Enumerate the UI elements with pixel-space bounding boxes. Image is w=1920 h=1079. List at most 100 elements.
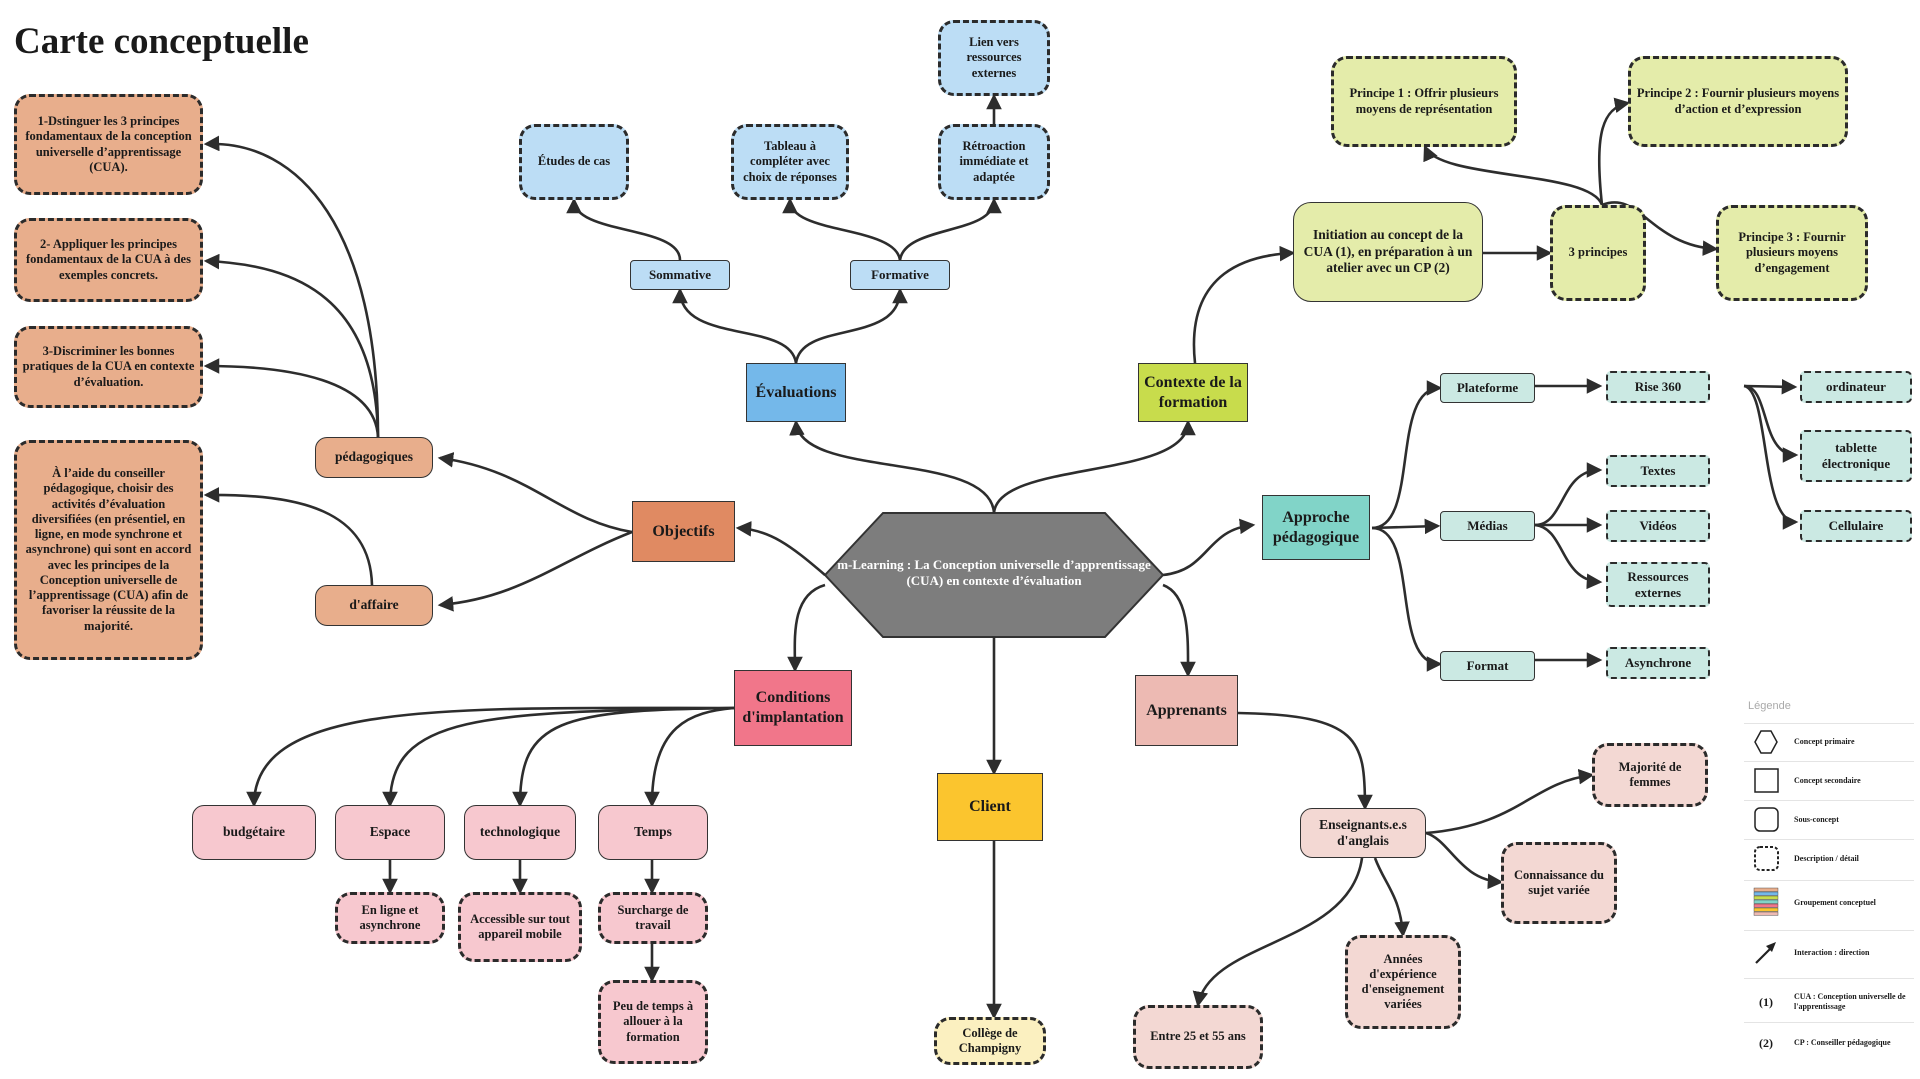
node-evaluations: Évaluations [746, 363, 846, 422]
edge-ens-annees [1373, 857, 1410, 938]
edge-obj-daffaire [437, 530, 633, 612]
color-stripes-icon [1753, 887, 1779, 916]
node-plateforme: Plateforme [1440, 373, 1535, 403]
node-tablette: tablette électronique [1800, 430, 1912, 482]
edge-central-contexte [992, 419, 1196, 514]
legend-item: Description / détail [1744, 842, 1914, 876]
edge-peda-obj1 [203, 135, 380, 438]
legend-item: Concept secondaire [1744, 764, 1914, 798]
node-en-ligne: En ligne et asynchrone [335, 892, 445, 944]
edge-contexte-initiation [1192, 245, 1296, 364]
node-lien: Lien vers ressources externes [938, 20, 1050, 96]
legend-item: Groupement conceptuel [1744, 886, 1914, 920]
edge-ens-majorite [1425, 768, 1595, 835]
dashed-rounded-square-icon [1754, 846, 1779, 871]
node-obj4: À l’aide du conseiller pédagogique, choi… [14, 440, 203, 660]
hexagon-icon [1754, 730, 1778, 754]
node-contexte: Contexte de la formation [1138, 363, 1248, 422]
node-pedagogiques: pédagogiques [315, 437, 433, 478]
node-trois-principes: 3 principes [1550, 205, 1646, 301]
node-apprenants: Apprenants [1135, 675, 1238, 746]
node-enseignants: Enseignants.e.s d'anglais [1300, 808, 1426, 858]
edge-rise-ordinateur [1743, 378, 1798, 395]
central-concept-label: m-Learning : La Conception universelle d… [837, 556, 1151, 588]
node-sommative: Sommative [630, 260, 730, 290]
edge-cond-temps [644, 706, 735, 808]
node-principe3: Principe 3 : Fournir plusieurs moyens d’… [1716, 205, 1868, 301]
node-retroaction: Rétroaction immédiate et adaptée [938, 124, 1050, 200]
node-temps: Temps [598, 805, 708, 860]
edge-formative-tableau [782, 197, 902, 261]
edge-3p-p2 [1597, 97, 1631, 206]
edge-central-apprenants [1162, 583, 1196, 678]
edge-eval-formative [794, 287, 908, 364]
node-client: Client [937, 773, 1043, 841]
edge-approche-plateforme [1371, 380, 1443, 530]
edge-central-conditions [787, 583, 826, 673]
legend-item: (2) CP : Conseiller pédagogique [1744, 1026, 1914, 1060]
node-approche: Approche pédagogique [1262, 495, 1370, 560]
node-etudes-cas: Études de cas [519, 124, 629, 200]
square-icon [1754, 768, 1779, 793]
node-tableau: Tableau à compléter avec choix de répons… [731, 124, 849, 200]
legend-stripe [1753, 899, 1779, 904]
footnote-1-marker: (1) [1759, 994, 1773, 1009]
edge-formative-retro [898, 197, 1002, 261]
edge-appr-enseignants [1237, 711, 1373, 811]
node-obj2: 2- Appliquer les principes fondamentaux … [14, 218, 203, 302]
legend-item: Concept primaire [1744, 725, 1914, 759]
node-objectifs: Objectifs [632, 501, 735, 562]
node-formative: Formative [850, 260, 950, 290]
node-obj1: 1-Dstinguer les 3 principes fondamentaux… [14, 94, 203, 195]
legend-stripe [1753, 903, 1779, 908]
node-videos: Vidéos [1606, 510, 1710, 542]
edge-cond-budget [246, 706, 735, 808]
edge-peda-obj2 [203, 253, 380, 438]
node-initiation: Initiation au concept de la CUA (1), en … [1293, 202, 1483, 302]
node-cellulaire: Cellulaire [1800, 510, 1912, 542]
legend-stripe [1753, 887, 1779, 892]
legend-item: Sous-concept [1744, 803, 1914, 837]
node-espace: Espace [335, 805, 445, 860]
edge-3p-p1 [1423, 144, 1604, 206]
edge-ens-age [1192, 857, 1364, 1008]
edge-central-objectifs [735, 521, 826, 576]
edge-cond-techno [512, 706, 735, 808]
legend-stripe [1753, 891, 1779, 896]
node-textes: Textes [1606, 455, 1710, 487]
node-annees: Années d'expérience d'enseignement varié… [1345, 935, 1461, 1029]
legend-stripe [1753, 895, 1779, 900]
edge-obj-peda [437, 452, 633, 534]
legend: Légende Concept primaire Concept seconda… [1744, 700, 1914, 1072]
edge-daffaire-obj4 [203, 487, 374, 586]
rounded-square-icon [1754, 807, 1779, 832]
footnote-2-marker: (2) [1759, 1035, 1773, 1050]
edge-ens-connaissance [1425, 831, 1504, 890]
legend-item: (1) CUA : Conception universelle de l'ap… [1744, 985, 1914, 1019]
edge-approche-medias [1371, 518, 1441, 535]
node-college: Collège de Champigny [934, 1017, 1046, 1065]
edge-sommative-etudes [566, 197, 682, 261]
arrow-icon [1755, 942, 1776, 964]
edge-medias-ressources [1534, 523, 1603, 590]
edge-approche-format [1371, 526, 1443, 672]
node-conditions: Conditions d'implantation [734, 670, 852, 746]
node-format: Format [1440, 651, 1535, 681]
node-medias: Médias [1440, 511, 1535, 541]
node-accessible: Accessible sur tout appareil mobile [458, 892, 582, 962]
legend-title: Légende [1748, 700, 1791, 712]
page-title: Carte conceptuelle [14, 21, 309, 62]
node-technologique: technologique [464, 805, 576, 860]
edge-medias-textes [1534, 462, 1603, 527]
edge-cond-espace [382, 706, 735, 808]
edge-central-approche [1162, 518, 1256, 577]
node-rise: Rise 360 [1606, 371, 1710, 403]
edge-peda-obj3 [203, 358, 380, 438]
node-principe1: Principe 1 : Offrir plusieurs moyens de … [1331, 56, 1517, 147]
node-peu-temps: Peu de temps à allouer à la formation [598, 980, 708, 1064]
node-connaissance: Connaissance du sujet variée [1501, 842, 1617, 924]
node-obj3: 3-Discriminer les bonnes pratiques de la… [14, 326, 203, 408]
edge-central-evaluations [789, 419, 996, 514]
legend-stripe [1753, 911, 1779, 916]
edge-eval-sommative [672, 287, 798, 364]
